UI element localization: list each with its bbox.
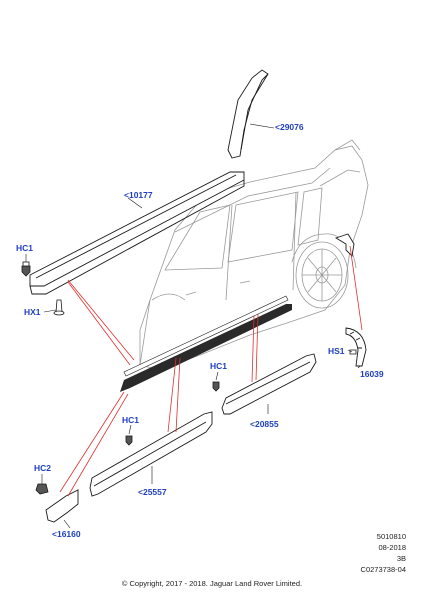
clip-hs1 — [349, 349, 357, 355]
callout-25557: <25557 — [138, 487, 167, 497]
ref-date: 08-2018 — [378, 543, 406, 552]
callout-hc1-front-door: HC1 — [122, 415, 140, 425]
callout-20855: <20855 — [250, 419, 279, 429]
quarter-trim-part — [227, 69, 269, 159]
ref-revision: 3B — [396, 554, 406, 563]
callout-hs1: HS1 — [328, 346, 345, 356]
image-code: C0273738-04 — [360, 565, 406, 574]
clip-hx1 — [53, 299, 65, 316]
copyright-notice: © Copyright, 2017 - 2018. Jaguar Land Ro… — [121, 579, 303, 588]
callout-hc1-rear-door: HC1 — [210, 361, 228, 371]
front-wheel-arch — [151, 293, 186, 301]
installed-moulding — [120, 295, 292, 392]
callout-29076: <29076 — [275, 122, 304, 132]
clip-hc1-front-door — [125, 435, 133, 446]
fender-moulding-16160 — [45, 489, 79, 523]
ref-number: 5010810 — [376, 532, 406, 541]
callout-hc1-sill: HC1 — [16, 243, 34, 253]
clip-hc2 — [35, 483, 49, 495]
callout-16160: <16160 — [52, 529, 81, 539]
callout-hc2: HC2 — [34, 463, 52, 473]
front-door-moulding-25557 — [89, 411, 213, 497]
callout-hx1: HX1 — [24, 307, 41, 317]
vehicle-outline — [139, 139, 369, 371]
callout-10177: <10177 — [124, 190, 153, 200]
clip-hc1-rear-door — [212, 381, 220, 392]
callout-16039: 16039 — [360, 369, 384, 379]
rear-door-moulding-20855 — [221, 353, 317, 415]
arch-moulding-16039 — [334, 233, 367, 367]
callout-leaders — [25, 123, 361, 529]
sill-part — [29, 171, 245, 295]
clip-hc1-sill — [21, 261, 31, 277]
leader-lines — [59, 245, 363, 497]
